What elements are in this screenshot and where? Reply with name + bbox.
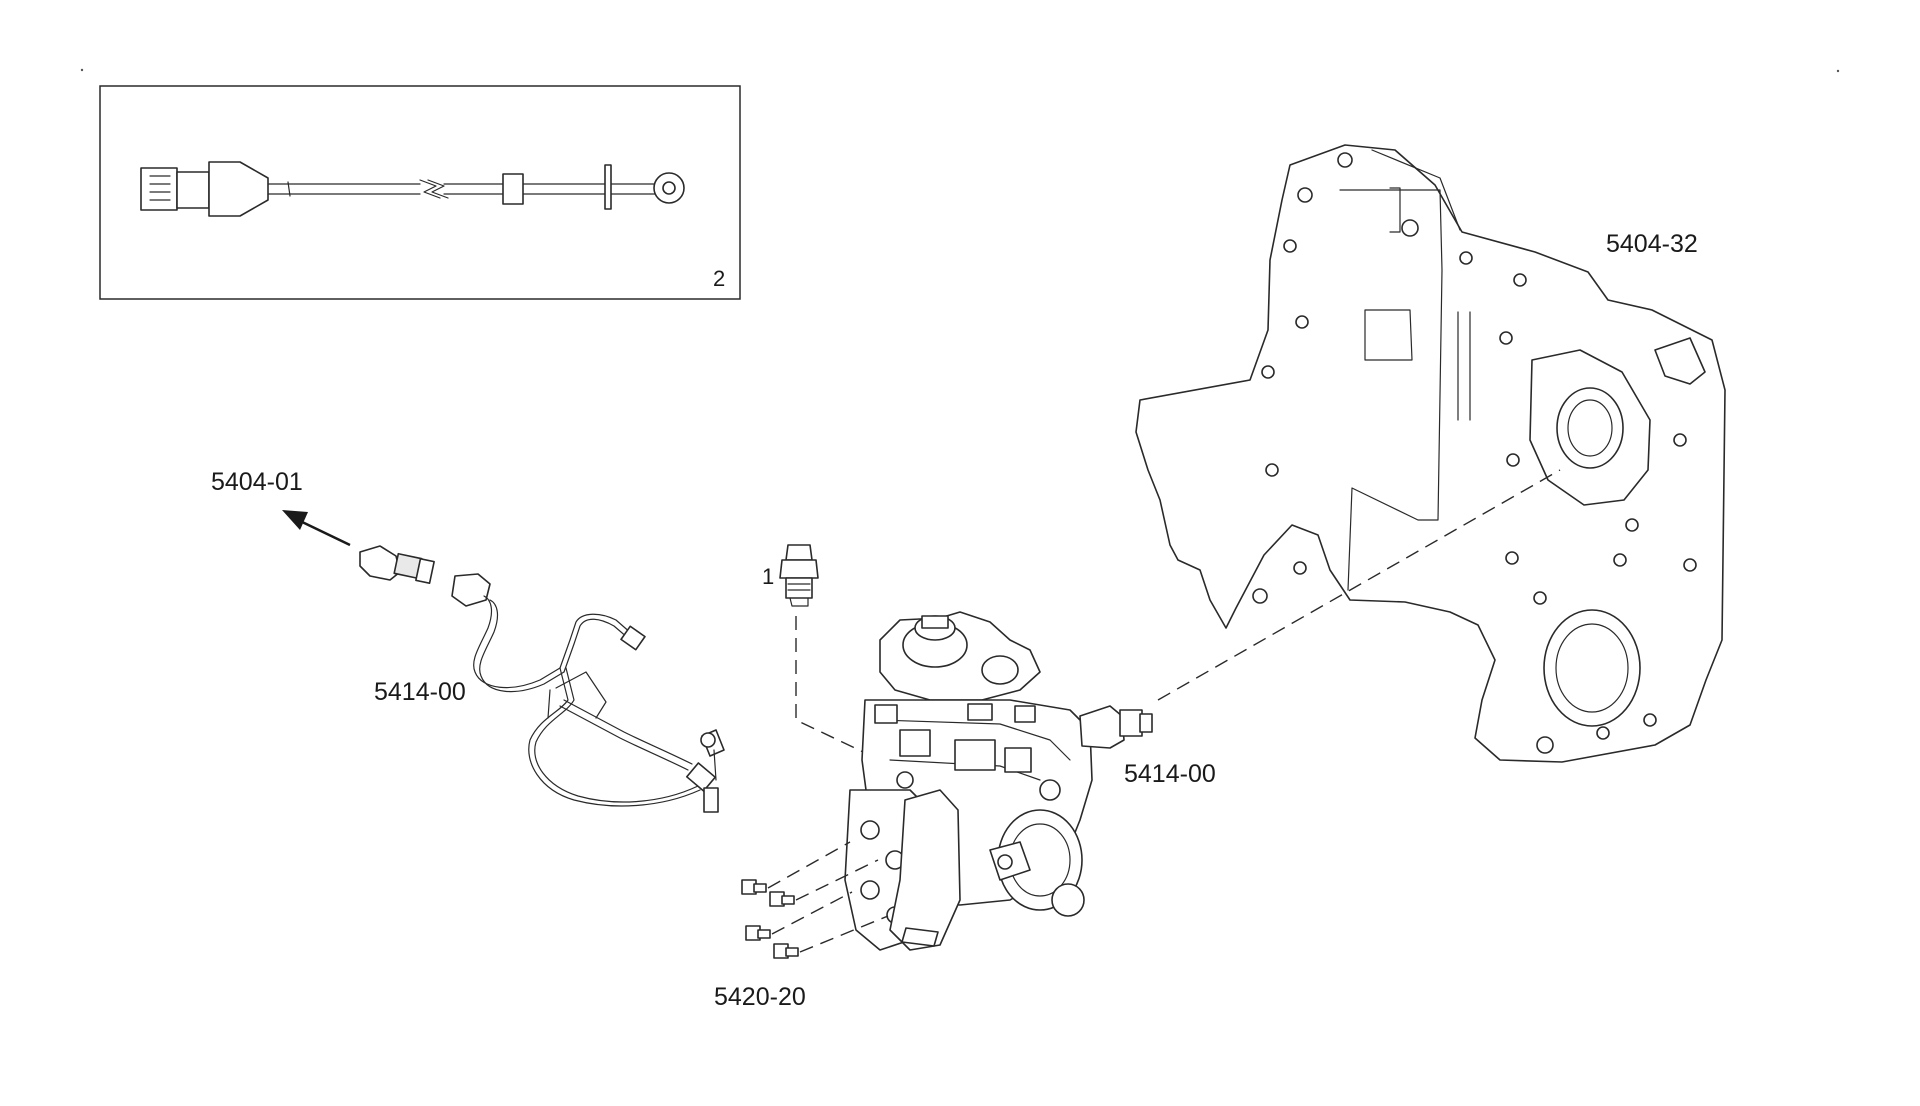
fuel-line-harness: 5414-00 (359, 545, 725, 813)
arrow-callout: 5404-01 (211, 468, 351, 547)
fitting-callout-number: 1 (762, 564, 774, 589)
cable-assembly (140, 161, 685, 217)
fasteners-group: 5420-20 (714, 841, 889, 1011)
fitting-nipple: 1 (762, 544, 881, 761)
label-5414-00-pump: 5414-00 (1124, 760, 1216, 788)
arrow-left-up-icon (282, 510, 351, 547)
cable-inset: 2 (99, 85, 741, 300)
bolt-3 (745, 925, 771, 941)
inset-callout-number: 2 (713, 266, 725, 291)
sensor-connector (359, 545, 435, 585)
bolt-2 (769, 891, 795, 907)
label-5404-01: 5404-01 (211, 468, 303, 496)
bracket-plate: 5404-32 (1135, 144, 1726, 763)
label-5404-32: 5404-32 (1606, 230, 1698, 258)
injection-pump: 5414-00 (844, 469, 1561, 951)
label-5420-20: 5420-20 (714, 983, 806, 1011)
bolt-1 (741, 879, 767, 895)
bolt-4 (773, 943, 799, 959)
plate-bolt-holes (1252, 152, 1697, 754)
label-5414-00-harness: 5414-00 (374, 678, 466, 706)
